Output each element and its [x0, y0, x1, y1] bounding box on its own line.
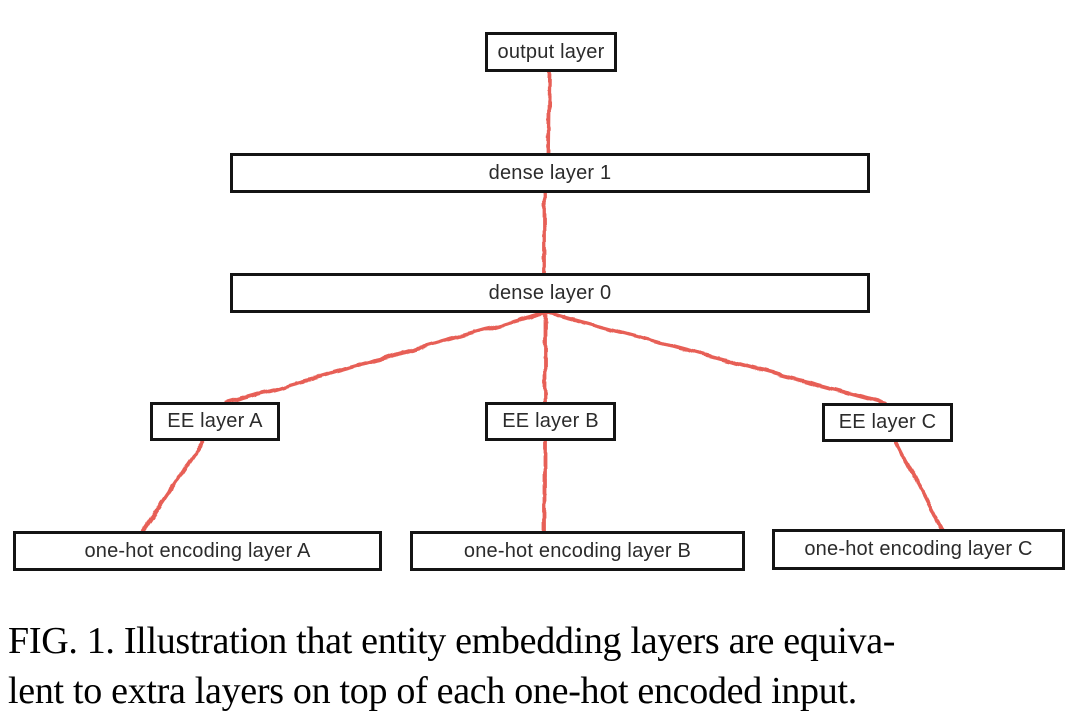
- node-ee-layer-c: EE layer C: [822, 403, 953, 442]
- node-one-hot-encoding-layer-b: one-hot encoding layer B: [410, 531, 745, 571]
- edge-ee-c-to-onehot-c: [894, 439, 943, 532]
- node-output-layer-label: output layer: [497, 40, 605, 63]
- node-ee-layer-b-label: EE layer B: [502, 410, 599, 432]
- node-ee-layer-a-label: EE layer A: [167, 410, 263, 432]
- node-one-hot-encoding-layer-b-label: one-hot encoding layer B: [463, 539, 692, 562]
- node-one-hot-encoding-layer-c: one-hot encoding layer C: [772, 529, 1065, 570]
- edge-dense0-to-ee-c: [544, 310, 887, 405]
- node-ee-layer-c-label: EE layer C: [838, 411, 937, 433]
- node-one-hot-encoding-layer-c-label: one-hot encoding layer C: [804, 538, 1033, 560]
- node-dense-layer-0: dense layer 0: [230, 273, 870, 313]
- figure-caption-line-1: FIG. 1. Illustration that entity embeddi…: [8, 620, 896, 662]
- node-ee-layer-b: EE layer B: [485, 402, 616, 441]
- node-output-layer: output layer: [485, 32, 617, 72]
- node-one-hot-encoding-layer-a-label: one-hot encoding layer A: [84, 539, 311, 562]
- node-one-hot-encoding-layer-a: one-hot encoding layer A: [13, 531, 382, 571]
- figure-caption: FIG. 1. Illustration that entity embeddi…: [8, 616, 1074, 716]
- node-dense-layer-1-label: dense layer 1: [488, 161, 612, 184]
- node-dense-layer-0-label: dense layer 0: [488, 281, 612, 304]
- edge-output-to-dense1: [546, 69, 551, 156]
- node-dense-layer-1: dense layer 1: [230, 153, 870, 193]
- node-ee-layer-a: EE layer A: [150, 402, 280, 441]
- figure-caption-line-2: lent to extra layers on top of each one-…: [8, 670, 857, 712]
- edge-dense0-to-ee-a: [224, 310, 548, 405]
- edge-ee-a-to-onehot-a: [140, 438, 206, 534]
